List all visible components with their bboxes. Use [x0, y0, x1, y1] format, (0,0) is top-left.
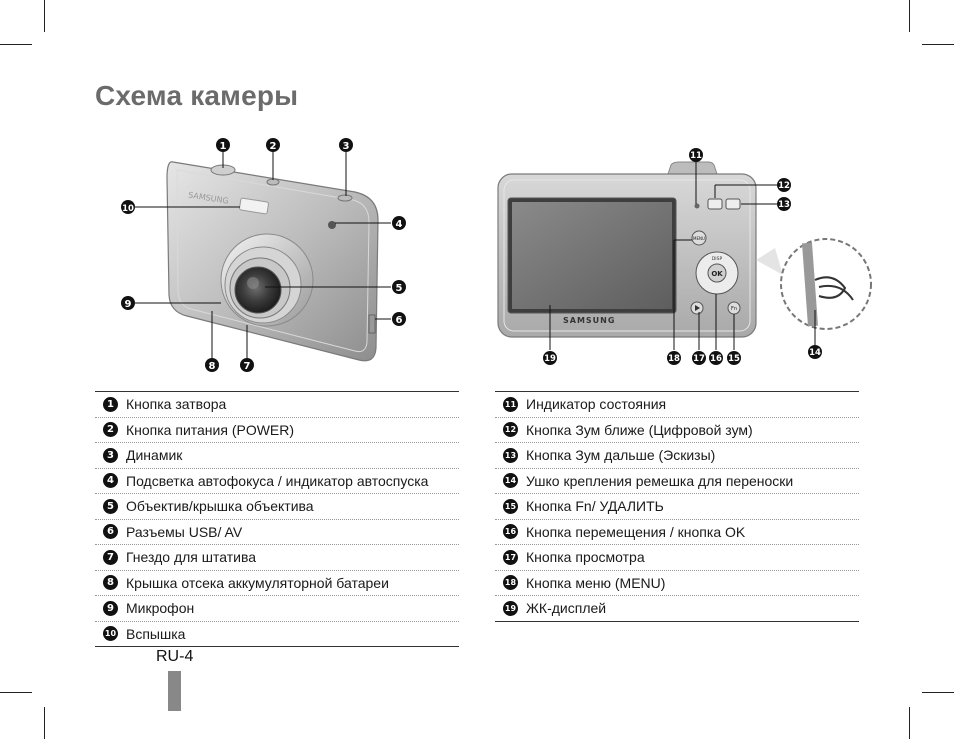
legend-row: 4 Подсветка автофокуса / индикатор автосп…: [95, 469, 459, 494]
callout-4: 4: [396, 219, 403, 230]
legend-label: Объектив/крышка объектива: [126, 498, 314, 515]
legend-row: 14 Ушко крепления ремешка для переноски: [495, 469, 859, 494]
legend-number: 16: [503, 524, 518, 540]
legend-number: 17: [503, 549, 518, 565]
legend-row: 3 Динамик: [95, 443, 459, 469]
brand-logo-back: SAMSUNG: [563, 316, 615, 325]
legend-number: 2: [103, 422, 118, 438]
legend-row: 16 Кнопка перемещения / кнопка OK: [495, 520, 859, 545]
legend-number: 3: [103, 447, 118, 463]
camera-back-figure: SAMSUNG MENU OK DISP Fn 11 12 13 14 15 1…: [497, 148, 872, 365]
legend-number: 7: [103, 549, 118, 565]
camera-front-figure: SAMSUNG 1 2 3 4 5 6 7 8 9 10: [121, 138, 406, 372]
legend-label: Кнопка Зум ближе (Цифровой зум): [526, 421, 753, 438]
callout-13: 13: [778, 200, 790, 210]
legend-number: 18: [503, 575, 518, 591]
legend-label: Крышка отсека аккумуляторной батареи: [126, 574, 389, 591]
callout-14: 14: [809, 348, 821, 358]
crop-mark: [0, 692, 32, 693]
legend-label: Гнездо для штатива: [126, 549, 257, 566]
legend-row: 15 Кнопка Fn/ УДАЛИТЬ: [495, 494, 859, 520]
legend-label: Кнопка питания (POWER): [126, 421, 295, 438]
page-tab-marker: [168, 671, 181, 711]
legend-row: 11 Индикатор состояния: [495, 392, 859, 418]
crop-mark: [0, 44, 32, 45]
legend-number: 1: [103, 396, 118, 412]
legend-number: 5: [103, 498, 118, 514]
legend-row: 10 Вспышка: [95, 622, 459, 647]
legend-label: Кнопка Fn/ УДАЛИТЬ: [526, 498, 664, 515]
legend-label: Микрофон: [126, 600, 195, 617]
crop-mark: [922, 44, 954, 45]
callout-18: 18: [668, 354, 680, 364]
crop-mark: [44, 707, 45, 739]
legend-row: 1 Кнопка затвора: [95, 392, 459, 418]
legend-label: Кнопка просмотра: [526, 549, 645, 566]
legend-row: 5 Объектив/крышка объектива: [95, 494, 459, 520]
legend-row: 17 Кнопка просмотра: [495, 545, 859, 571]
callout-12: 12: [778, 181, 790, 191]
ok-button-label: OK: [711, 270, 723, 278]
legend-label: Ушко крепления ремешка для переноски: [526, 472, 794, 489]
page-title: Схема камеры: [95, 80, 299, 111]
menu-button-label: MENU: [693, 236, 705, 241]
legend-number: 15: [503, 498, 518, 514]
page-number: RU-4: [156, 648, 194, 665]
callout-2: 2: [270, 141, 277, 152]
legend-back: 11 Индикатор состояния 12 Кнопка Зум ближе…: [495, 391, 859, 622]
legend-number: 6: [103, 524, 118, 540]
crop-mark: [922, 692, 954, 693]
legend-row: 9 Микрофон: [95, 596, 459, 622]
legend-label: Динамик: [126, 447, 183, 464]
legend-number: 19: [503, 600, 518, 616]
legend-row: 8 Крышка отсека аккумуляторной батареи: [95, 571, 459, 596]
callout-11: 11: [690, 151, 702, 161]
disp-label: DISP: [712, 256, 723, 262]
callout-17: 17: [693, 354, 705, 364]
fn-button-label: Fn: [731, 306, 737, 312]
legend-label: Разъемы USB/ AV: [126, 523, 243, 540]
legend-row: 2 Кнопка питания (POWER): [95, 418, 459, 443]
callout-15: 15: [728, 354, 740, 364]
legend-row: 6 Разъемы USB/ AV: [95, 520, 459, 545]
callout-5: 5: [396, 283, 403, 294]
legend-number: 11: [503, 396, 518, 412]
legend-number: 14: [503, 473, 518, 489]
legend-row: 7 Гнездо для штатива: [95, 545, 459, 571]
crop-mark: [909, 0, 910, 32]
legend-label: Кнопка перемещения / кнопка OK: [526, 523, 746, 540]
callout-1: 1: [220, 141, 227, 152]
legend-number: 13: [503, 447, 518, 463]
legend-label: Кнопка затвора: [126, 396, 227, 413]
callout-9: 9: [125, 299, 132, 310]
callout-10: 10: [122, 204, 134, 214]
legend-label: Вспышка: [126, 625, 186, 642]
callout-16: 16: [710, 354, 722, 364]
callout-6: 6: [396, 315, 403, 326]
legend-label: Индикатор состояния: [526, 396, 667, 413]
callout-8: 8: [209, 361, 216, 372]
legend-number: 8: [103, 575, 118, 591]
crop-mark: [909, 707, 910, 739]
callout-7: 7: [244, 361, 251, 372]
crop-mark: [44, 0, 45, 32]
legend-number: 4: [103, 473, 118, 489]
legend-label: Кнопка меню (MENU): [526, 574, 666, 591]
legend-number: 10: [103, 626, 118, 642]
legend-row: 18 Кнопка меню (MENU): [495, 571, 859, 596]
legend-row: 13 Кнопка Зум дальше (Эскизы): [495, 443, 859, 469]
legend-label: Кнопка Зум дальше (Эскизы): [526, 447, 716, 464]
callout-3: 3: [343, 141, 350, 152]
legend-row: 19 ЖК-дисплей: [495, 596, 859, 621]
callout-19: 19: [544, 354, 556, 364]
legend-label: Подсветка автофокуса / индикатор автоспу…: [126, 472, 429, 489]
legend-number: 12: [503, 422, 518, 438]
legend-number: 9: [103, 600, 118, 616]
legend-row: 12 Кнопка Зум ближе (Цифровой зум): [495, 418, 859, 443]
legend-label: ЖК-дисплей: [526, 600, 607, 617]
